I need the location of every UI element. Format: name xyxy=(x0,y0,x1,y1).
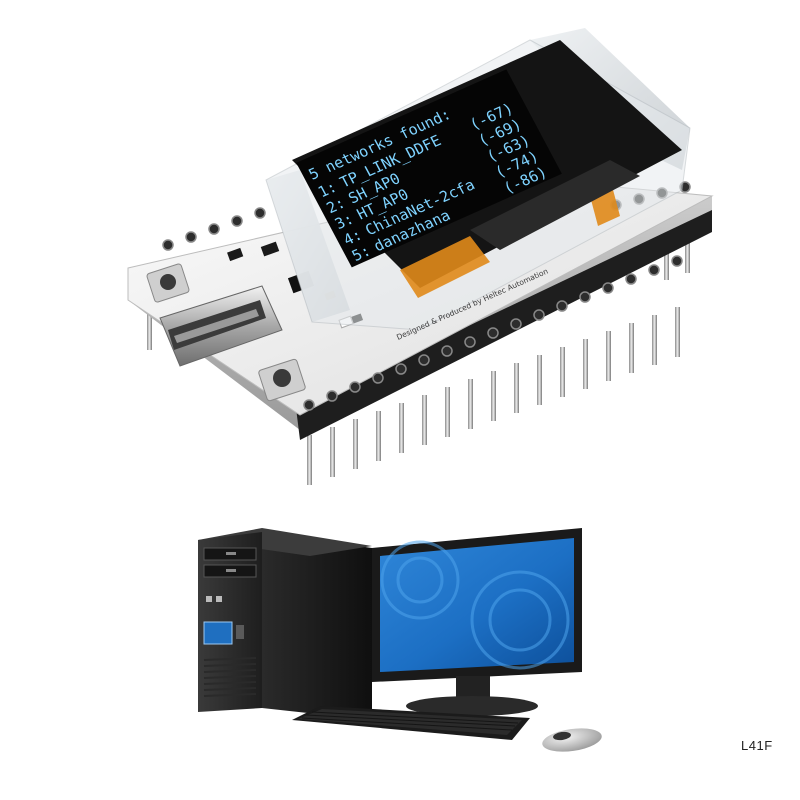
oled-network-index: 2: xyxy=(323,194,348,217)
monitor xyxy=(372,528,582,716)
desktop-computer xyxy=(198,528,602,752)
tower-lcd-panel xyxy=(203,621,233,645)
reset-button xyxy=(146,263,190,303)
keyboard xyxy=(292,706,530,740)
pc-tower xyxy=(198,532,262,712)
program-button xyxy=(258,358,306,402)
usb-c-port xyxy=(159,285,283,367)
mouse xyxy=(542,728,602,752)
monitor-stand xyxy=(406,696,538,716)
front-pin-pads xyxy=(303,255,683,411)
pc-tower-side xyxy=(262,532,372,720)
oled-network-index: 4: xyxy=(340,226,365,249)
product-code-label: L41F xyxy=(741,738,773,753)
oled-network-list: 1: TP_LINK_DDFE (-67) 2: SH_AP0 (-69) 3:… xyxy=(315,99,550,265)
dev-board: 5 networks found: 1: TP_LINK_DDFE (-67) … xyxy=(127,28,714,485)
oled-network-index: 5: xyxy=(349,242,374,265)
front-header-pins xyxy=(147,305,680,485)
oled-network-index: 1: xyxy=(315,178,340,201)
oled-network-index: 3: xyxy=(332,210,357,233)
